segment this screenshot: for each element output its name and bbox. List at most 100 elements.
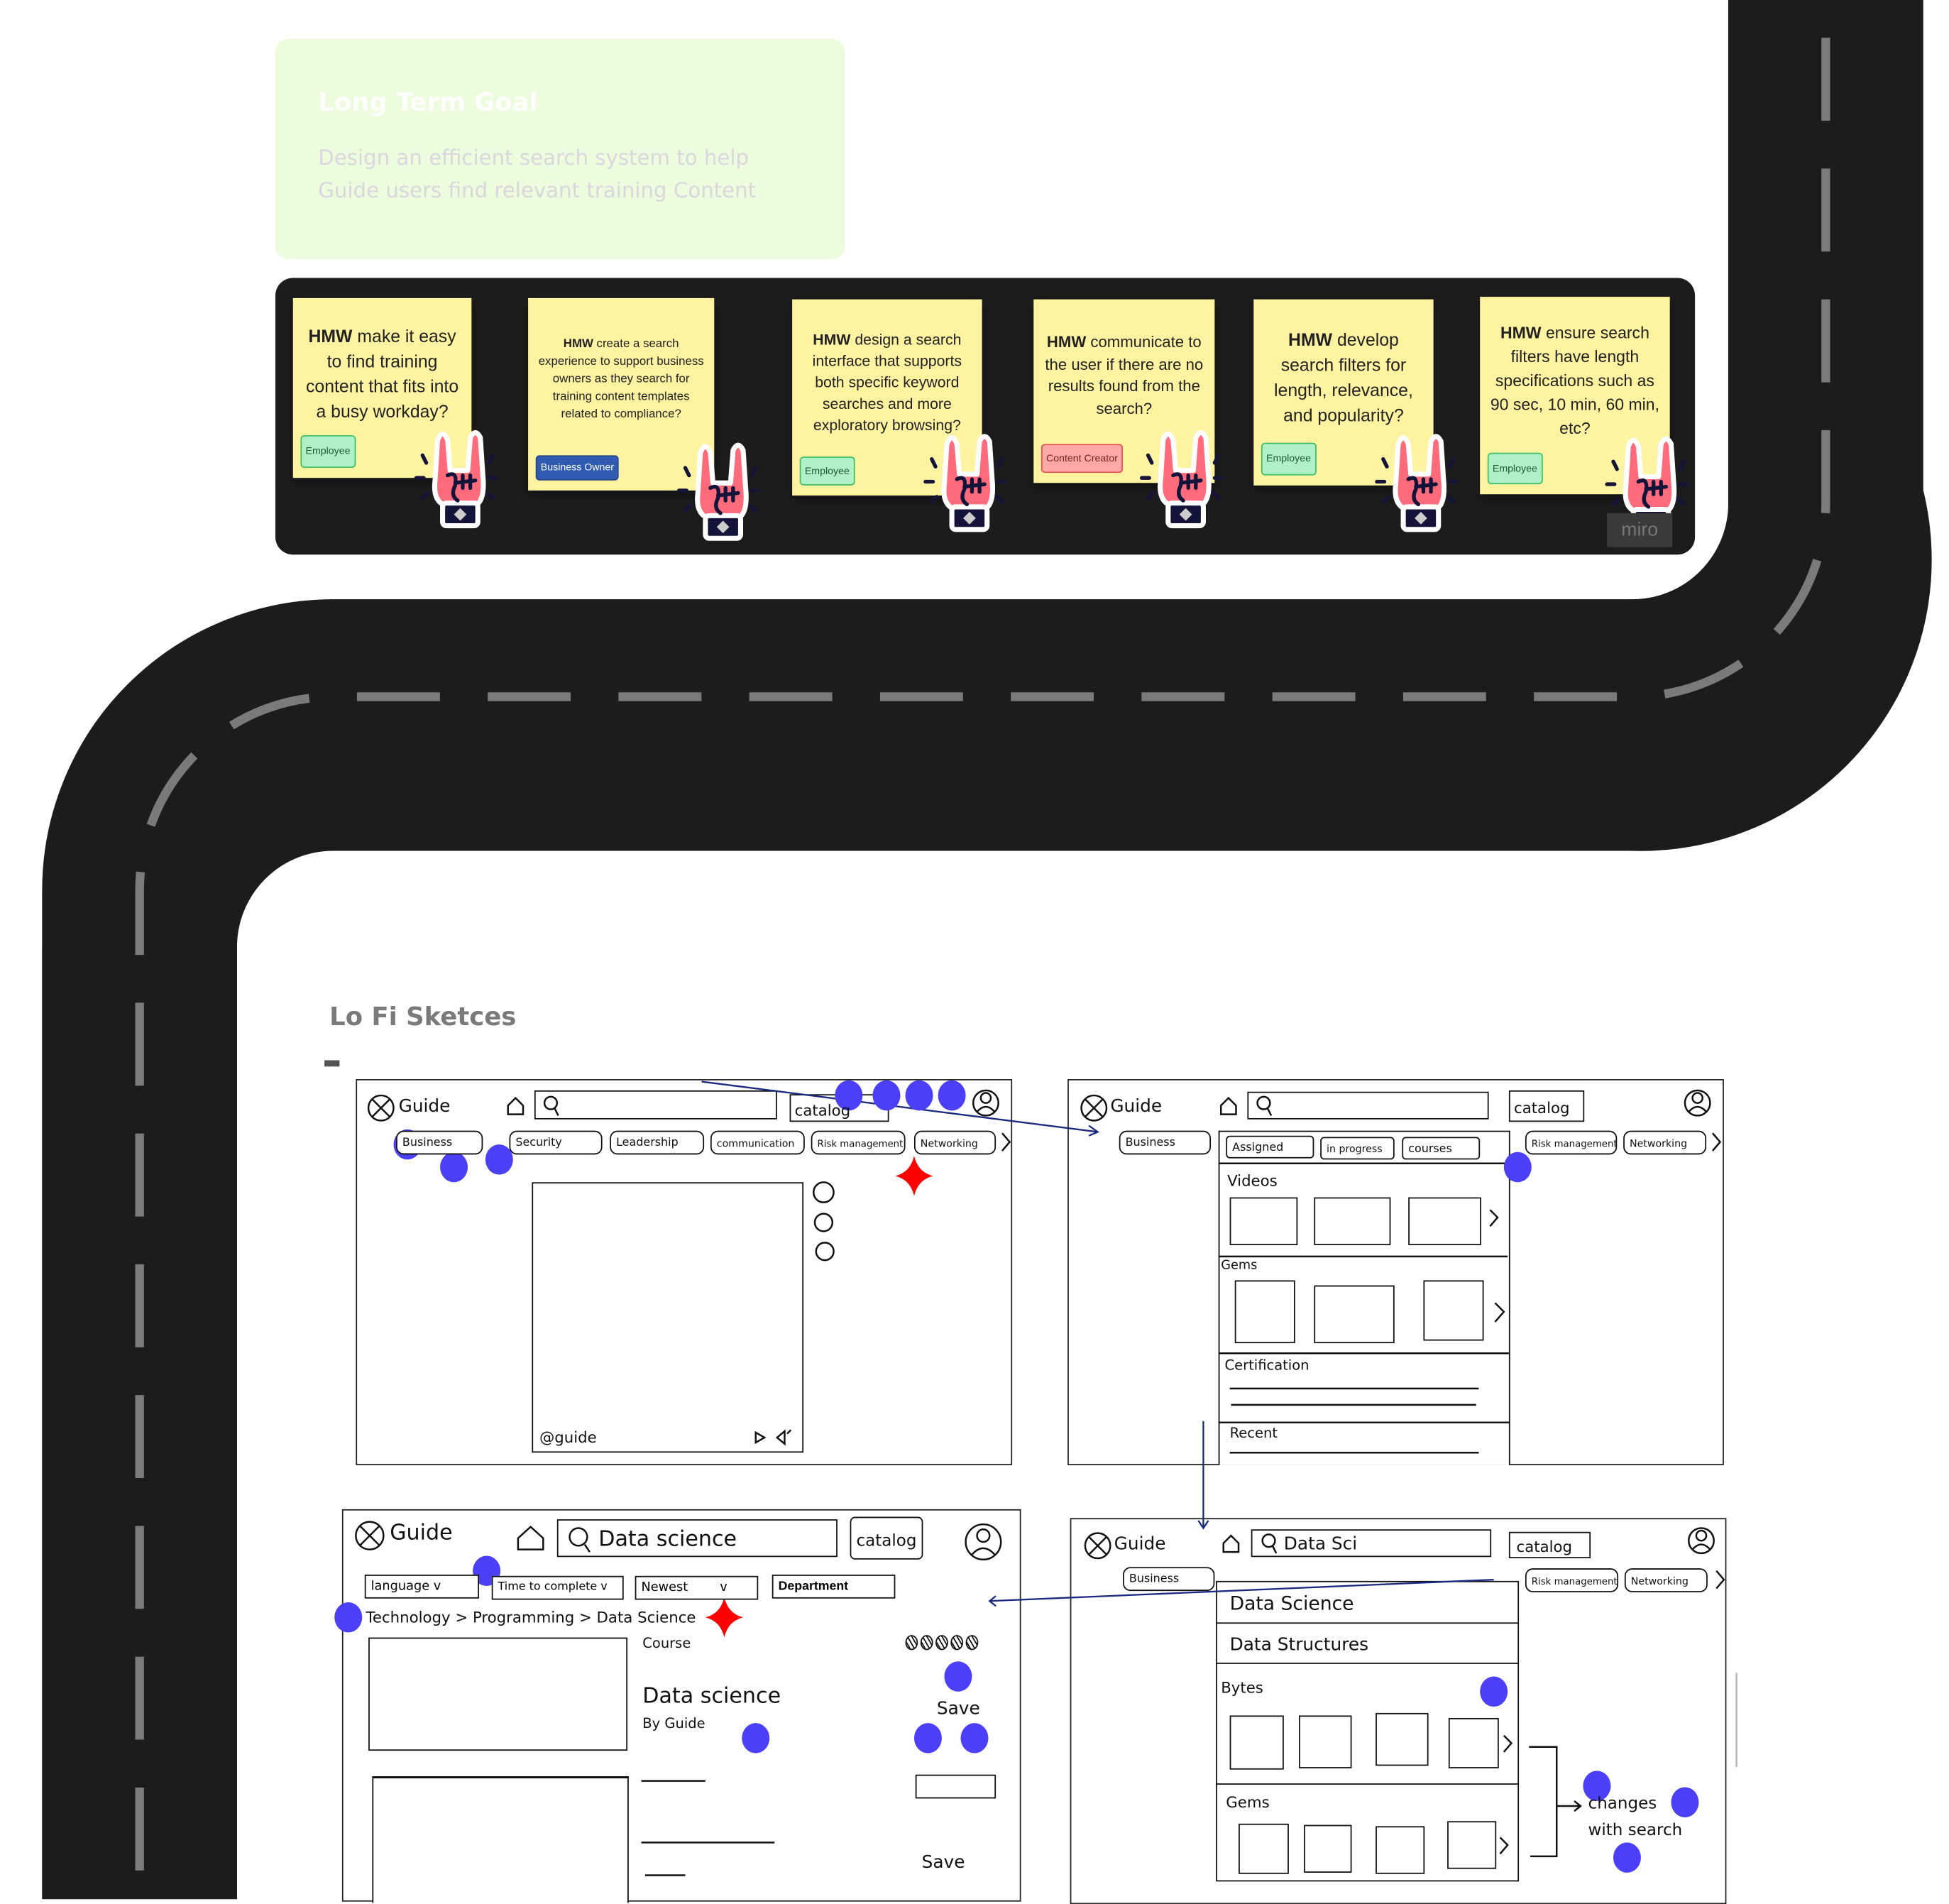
byte-thumbnail[interactable] xyxy=(1229,1715,1284,1770)
home-icon[interactable] xyxy=(1219,1096,1237,1115)
chip-business[interactable]: Business xyxy=(1119,1130,1212,1155)
chevron-right-icon[interactable] xyxy=(1494,1302,1505,1323)
home-icon[interactable] xyxy=(517,1526,544,1550)
chevron-right-icon[interactable] xyxy=(1715,1570,1725,1590)
gem-thumbnail[interactable] xyxy=(1447,1821,1497,1869)
catalog-button[interactable]: catalog xyxy=(850,1516,923,1560)
play-icon[interactable] xyxy=(754,1430,767,1445)
chevron-right-icon[interactable] xyxy=(1489,1209,1499,1227)
course-title[interactable]: Data science xyxy=(642,1684,781,1709)
chevron-right-icon[interactable] xyxy=(1503,1734,1513,1753)
home-icon[interactable] xyxy=(507,1096,525,1115)
catalog-button[interactable]: catalog xyxy=(1508,1531,1591,1559)
comment-icon[interactable] xyxy=(813,1213,834,1232)
byte-thumbnail[interactable] xyxy=(1376,1712,1429,1766)
gem-thumbnail[interactable] xyxy=(1314,1285,1395,1344)
suggestion-item[interactable]: Data Structures xyxy=(1229,1635,1369,1656)
byte-thumbnail[interactable] xyxy=(1299,1715,1352,1768)
chip-risk-management[interactable]: Risk management xyxy=(1525,1568,1619,1592)
chip-networking[interactable]: Networking xyxy=(1624,1568,1708,1592)
gem-thumbnail[interactable] xyxy=(1234,1280,1295,1344)
vote-dot[interactable] xyxy=(440,1151,468,1183)
vote-dot[interactable] xyxy=(485,1144,513,1175)
search-input[interactable] xyxy=(534,1090,777,1120)
chip-networking[interactable]: Networking xyxy=(913,1130,997,1155)
gem-thumbnail[interactable] xyxy=(1423,1280,1484,1341)
vote-dot[interactable] xyxy=(1583,1771,1611,1801)
vote-dot[interactable] xyxy=(835,1080,863,1111)
vote-dot[interactable] xyxy=(913,1723,942,1753)
action-button[interactable] xyxy=(915,1774,997,1799)
department-filter-dropdown[interactable]: Department xyxy=(772,1575,896,1599)
language-filter-dropdown[interactable]: language v xyxy=(364,1575,479,1599)
chevron-right-icon[interactable] xyxy=(1711,1132,1722,1151)
chevron-right-icon[interactable] xyxy=(1499,1837,1509,1855)
video-thumbnail[interactable] xyxy=(1314,1197,1391,1245)
vote-dot[interactable] xyxy=(334,1602,363,1633)
video-thumbnail[interactable] xyxy=(1229,1197,1298,1245)
video-thumbnail[interactable] xyxy=(1408,1197,1481,1245)
chip-risk-management[interactable]: Risk management xyxy=(1525,1130,1618,1155)
like-icon[interactable] xyxy=(812,1181,835,1203)
user-avatar-icon[interactable] xyxy=(1684,1089,1711,1117)
chip-business[interactable]: Business xyxy=(1123,1567,1215,1592)
chip-security[interactable]: Security xyxy=(509,1130,603,1155)
search-input[interactable] xyxy=(1247,1091,1489,1120)
vote-dot[interactable] xyxy=(1613,1842,1641,1873)
share-icon[interactable] xyxy=(815,1242,835,1262)
hmw-sticky-note[interactable]: HMW create a search experience to suppor… xyxy=(528,297,715,491)
vote-dot[interactable] xyxy=(944,1661,972,1692)
rock-hand-sticker-icon[interactable] xyxy=(922,429,1013,535)
content-type-label: Course xyxy=(642,1635,691,1652)
catalog-button[interactable]: catalog xyxy=(1508,1090,1585,1122)
user-avatar-icon[interactable] xyxy=(965,1523,1002,1561)
vote-dot[interactable] xyxy=(872,1080,901,1111)
chip-risk-management[interactable]: Risk management xyxy=(811,1130,906,1155)
vote-dot[interactable] xyxy=(1480,1676,1508,1707)
chip-communication[interactable]: communication xyxy=(710,1130,805,1155)
hmw-sticky-note[interactable]: HMW communicate to the user if there are… xyxy=(1033,299,1215,483)
gem-thumbnail[interactable] xyxy=(1239,1823,1289,1874)
tab-assigned[interactable]: Assigned xyxy=(1226,1135,1314,1159)
star-sticker-icon[interactable] xyxy=(895,1156,933,1196)
volume-icon[interactable] xyxy=(775,1429,792,1446)
tab-in-progress[interactable]: in progress xyxy=(1320,1137,1395,1160)
star-sticker-icon[interactable] xyxy=(705,1597,744,1638)
vote-dot[interactable] xyxy=(938,1080,966,1111)
rock-hand-sticker-icon[interactable] xyxy=(412,425,503,531)
user-avatar-icon[interactable] xyxy=(972,1089,999,1117)
video-player[interactable]: @guide xyxy=(532,1182,804,1453)
home-icon[interactable] xyxy=(1222,1534,1240,1553)
hmw-sticky-note[interactable]: HMW develop search filters for length, r… xyxy=(1253,299,1434,486)
breadcrumb[interactable]: Technology > Programming > Data Science xyxy=(366,1608,696,1626)
rock-hand-sticker-icon[interactable] xyxy=(1373,429,1464,535)
time-to-complete-filter-dropdown[interactable]: Time to complete v xyxy=(491,1575,624,1600)
rock-hand-sticker-icon[interactable] xyxy=(675,438,766,544)
chip-leadership[interactable]: Leadership xyxy=(610,1130,705,1155)
search-input[interactable]: Data Sci xyxy=(1251,1529,1492,1558)
vote-dot[interactable] xyxy=(1671,1787,1699,1817)
sort-newest-dropdown[interactable]: Newest v xyxy=(635,1575,759,1600)
rock-hand-sticker-icon[interactable] xyxy=(1138,425,1229,531)
gem-thumbnail[interactable] xyxy=(1304,1824,1352,1873)
vote-dot[interactable] xyxy=(960,1723,989,1753)
chip-business[interactable]: Business xyxy=(396,1130,483,1155)
tab-courses[interactable]: courses xyxy=(1402,1137,1481,1160)
chevron-right-icon[interactable] xyxy=(1001,1132,1011,1151)
save-button[interactable]: Save xyxy=(921,1852,965,1873)
vote-dot[interactable] xyxy=(905,1080,933,1111)
chip-networking[interactable]: Networking xyxy=(1623,1130,1707,1155)
user-avatar-icon[interactable] xyxy=(1688,1527,1715,1555)
save-button[interactable]: Save xyxy=(936,1699,980,1719)
long-term-goal-card[interactable]: Long Term Goal Design an efficient searc… xyxy=(275,38,845,259)
vote-dot[interactable] xyxy=(1503,1151,1532,1183)
course-thumbnail[interactable] xyxy=(372,1777,629,1903)
vote-dot[interactable] xyxy=(742,1723,770,1753)
byte-thumbnail[interactable] xyxy=(1448,1718,1499,1768)
gem-thumbnail[interactable] xyxy=(1376,1826,1425,1874)
suggestion-item[interactable]: Data Science xyxy=(1229,1592,1354,1615)
course-thumbnail[interactable] xyxy=(368,1637,628,1751)
search-input[interactable]: Data science xyxy=(556,1519,838,1558)
